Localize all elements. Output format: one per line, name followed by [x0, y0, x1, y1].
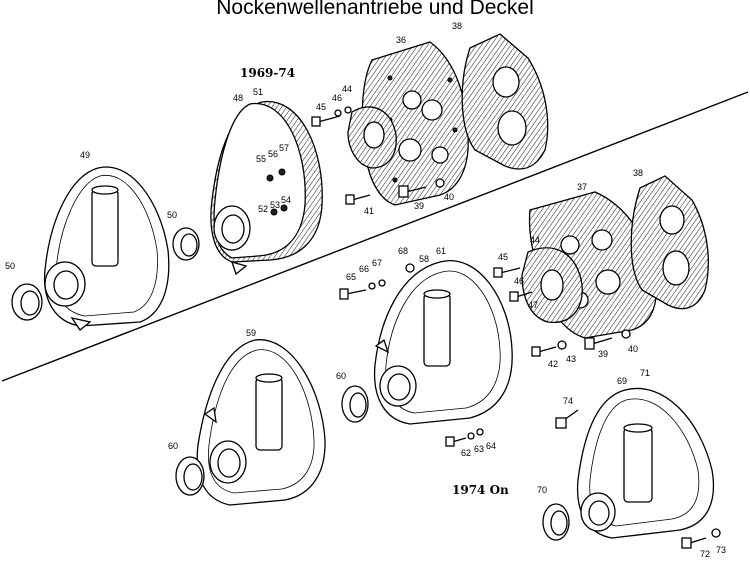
part-label: 66 [359, 264, 369, 274]
bolt-74 [555, 409, 579, 429]
bolt-41 [345, 194, 371, 205]
cover-69 [576, 387, 715, 539]
part-label: 42 [548, 359, 558, 369]
part-label: 50 [5, 261, 15, 271]
part-label: 62 [461, 448, 471, 458]
part-label: 41 [364, 206, 374, 216]
part-label: 39 [598, 349, 608, 359]
part-label: 37 [577, 182, 587, 192]
part-label: 50 [167, 210, 177, 220]
part-label: 74 [563, 396, 573, 406]
part-label: 52 [258, 204, 268, 214]
part-label: 45 [498, 252, 508, 262]
plate-44-upper [347, 106, 397, 169]
part-label: 48 [233, 93, 243, 103]
bolt-39-lower [584, 329, 631, 350]
cover-61 [373, 260, 513, 425]
label-1974-on: 1974 On [452, 483, 509, 497]
bolt-42 [531, 340, 567, 357]
gasket-38-upper [461, 33, 549, 170]
part-label: 39 [414, 201, 424, 211]
part-label: 36 [396, 35, 406, 45]
era-divider-line [1, 91, 749, 382]
part-label: 57 [279, 143, 289, 153]
part-label: 38 [452, 21, 462, 31]
seal-60-left [175, 456, 205, 496]
part-label: 40 [444, 192, 454, 202]
part-label: 65 [346, 272, 356, 282]
seal-50-left [11, 283, 43, 321]
cover-59 [196, 339, 326, 506]
part-label: 73 [716, 545, 726, 555]
part-label: 71 [640, 368, 650, 378]
part-label: 54 [281, 195, 291, 205]
bolt-62 [445, 428, 484, 447]
bolt-72 [681, 528, 721, 549]
part-label: 46 [514, 276, 524, 286]
part-label: 49 [80, 150, 90, 160]
part-label: 63 [474, 444, 484, 454]
part-label: 68 [398, 246, 408, 256]
bolt-45-lower [493, 267, 521, 278]
part-label: 56 [268, 149, 278, 159]
cover-48 [210, 101, 323, 276]
bolt-45-upper [311, 106, 352, 127]
part-label: 69 [617, 376, 627, 386]
part-label: 51 [253, 87, 263, 97]
bolt-65 [339, 263, 415, 300]
part-label: 60 [336, 371, 346, 381]
part-label: 55 [256, 154, 266, 164]
part-label: 61 [436, 246, 446, 256]
part-label: 46 [332, 93, 342, 103]
part-label: 47 [528, 300, 538, 310]
cover-49 [43, 166, 170, 331]
part-label: 43 [566, 354, 576, 364]
seal-70 [542, 503, 570, 541]
part-label: 38 [633, 168, 643, 178]
seal-60-middle [341, 385, 369, 423]
diagram-title: Nockenwellenantriebe und Deckel [216, 0, 534, 19]
part-label: 70 [537, 485, 547, 495]
part-label: 44 [342, 84, 352, 94]
part-label: 53 [270, 200, 280, 210]
part-label: 40 [628, 344, 638, 354]
part-label: 67 [372, 258, 382, 268]
part-label: 45 [316, 102, 326, 112]
gasket-38-lower [630, 175, 709, 310]
part-label: 72 [700, 549, 710, 559]
part-label: 59 [246, 328, 256, 338]
seal-50-upper [172, 227, 200, 261]
part-label: 58 [419, 254, 429, 264]
bolt-47 [509, 291, 533, 302]
plate-44-lower [521, 247, 583, 323]
part-label: 64 [486, 441, 496, 451]
label-1969-74: 1969-74 [240, 66, 295, 80]
gasket-36 [361, 41, 469, 206]
bolt-39-upper [398, 178, 445, 198]
part-label: 44 [530, 235, 540, 245]
part-label: 60 [168, 441, 178, 451]
